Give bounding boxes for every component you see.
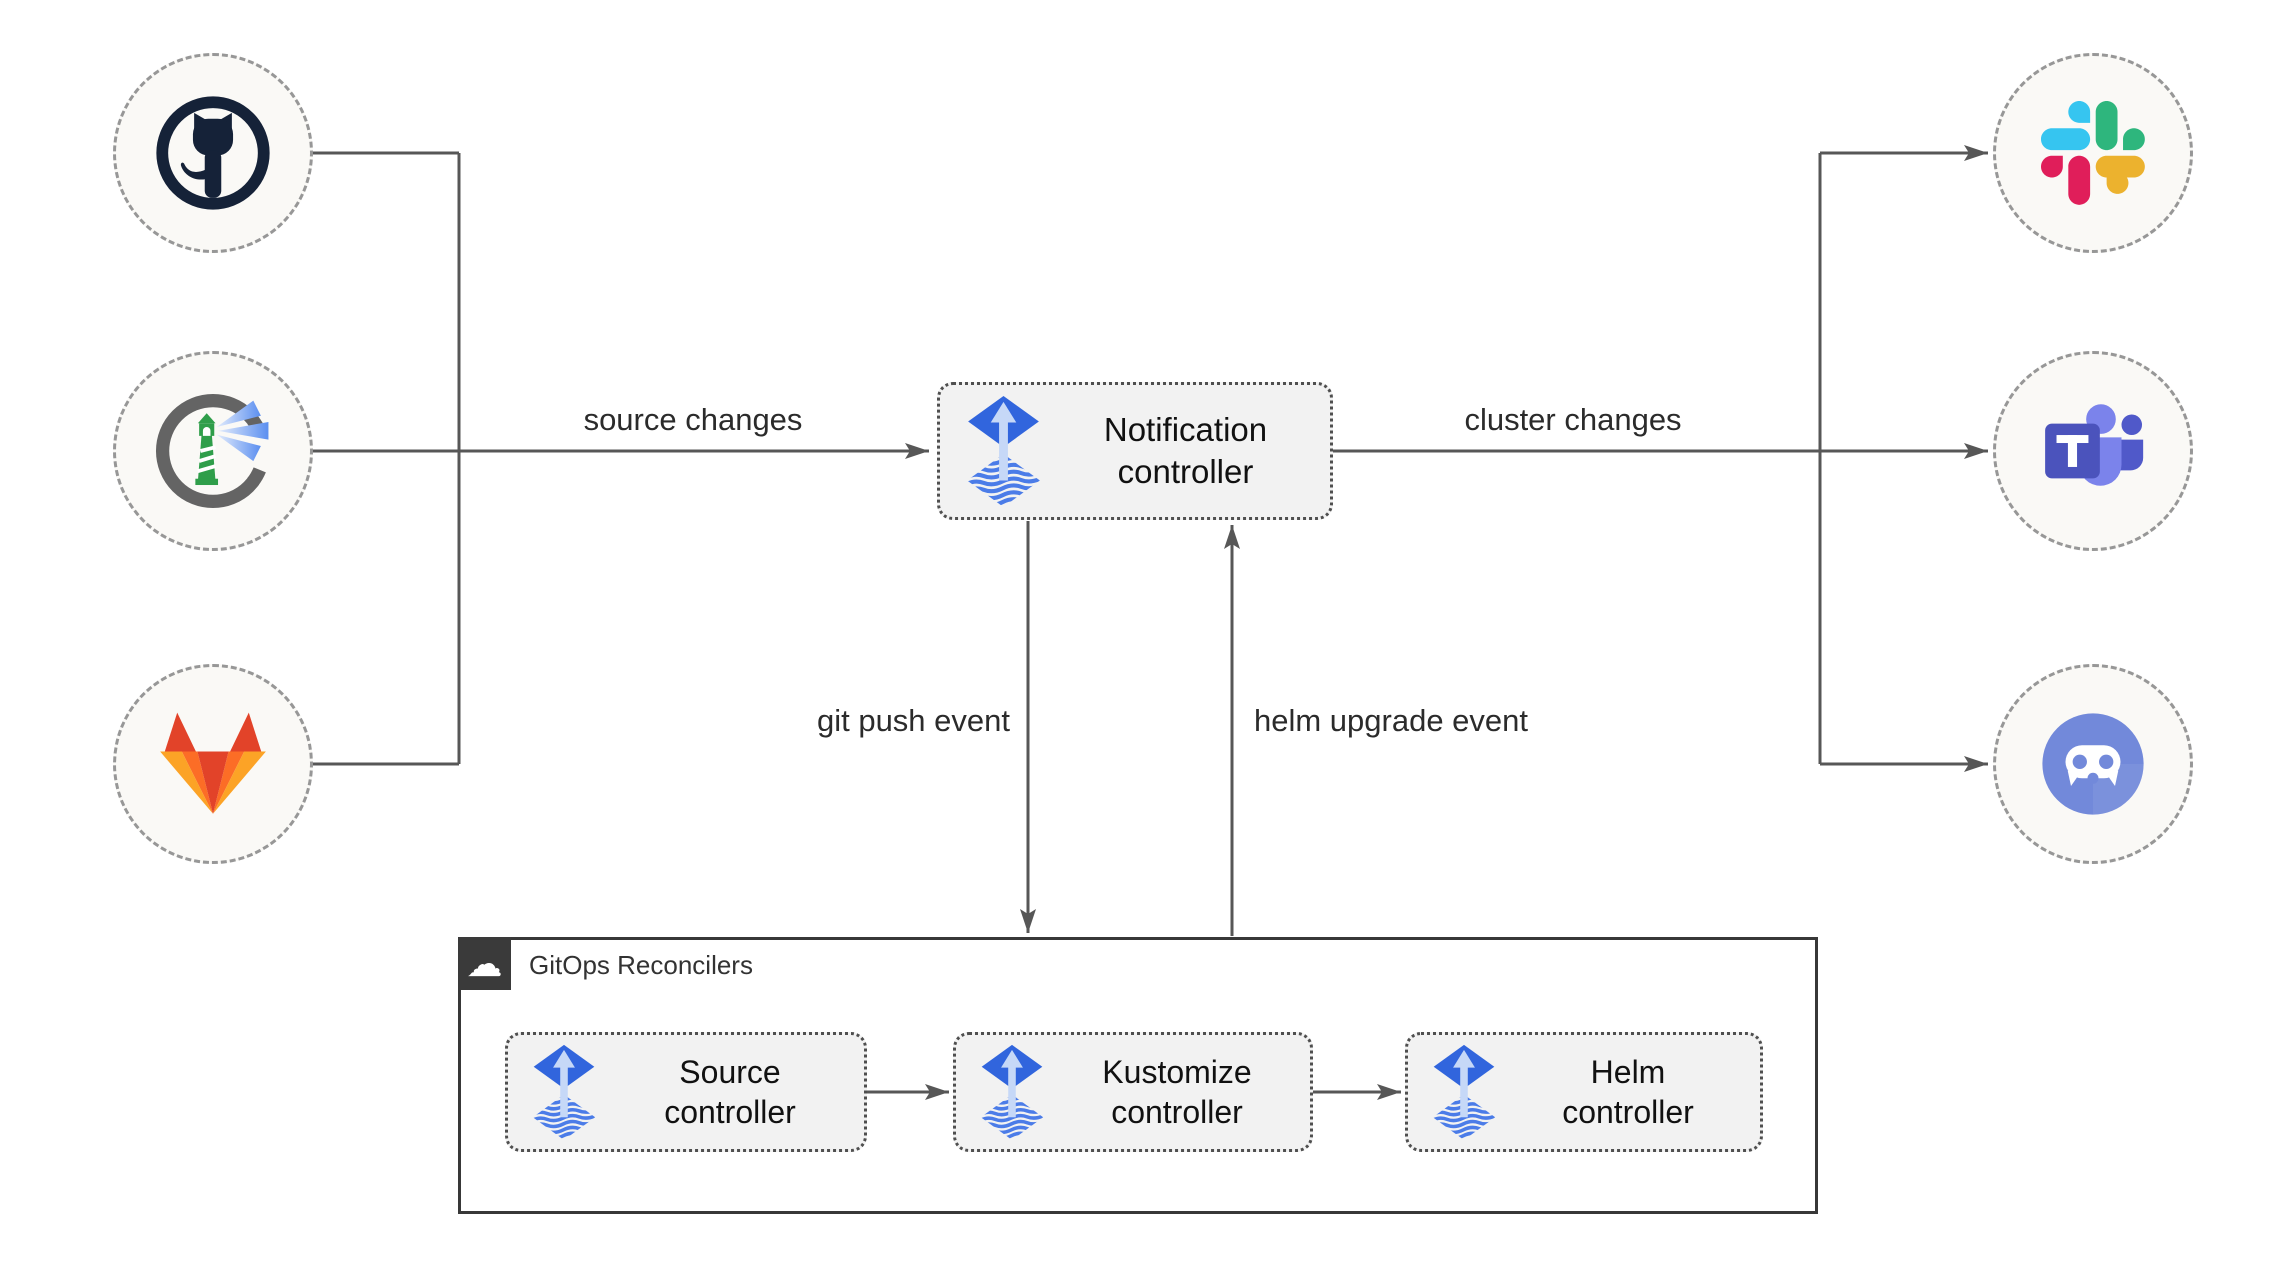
gitops-reconcilers-label: GitOps Reconcilers	[529, 950, 753, 980]
kustomize-controller-box: Kustomize controller	[953, 1032, 1313, 1152]
source-controller-label: Source controller	[664, 1053, 796, 1130]
github-icon	[156, 96, 270, 210]
flux-icon	[532, 1043, 596, 1141]
discord-icon	[2042, 713, 2144, 815]
source-changes-label: source changes	[583, 402, 803, 437]
notification-controller-box: Notification controller	[937, 382, 1333, 520]
discord-node	[1993, 664, 2193, 864]
helm-controller-label: Helm controller	[1562, 1053, 1694, 1130]
git-push-event-label: git push event	[816, 703, 1010, 738]
helm-upgrade-event-label: helm upgrade event	[1254, 703, 1529, 738]
flux-icon	[980, 1043, 1044, 1141]
slack-node	[1993, 53, 2193, 253]
cluster-changes-label: cluster changes	[1464, 402, 1682, 437]
helm-controller-box: Helm controller	[1405, 1032, 1763, 1152]
flux-icon	[966, 394, 1041, 508]
teams-icon	[2045, 404, 2144, 486]
cloud-icon: ☁	[458, 937, 511, 990]
harbor-node	[113, 351, 313, 551]
gitlab-icon	[160, 712, 266, 814]
teams-node	[1993, 351, 2193, 551]
cloud-glyph: ☁	[466, 942, 503, 984]
gitlab-node	[113, 664, 313, 864]
notification-controller-label: Notification controller	[1103, 411, 1268, 490]
harbor-icon	[155, 393, 276, 509]
slack-icon	[2041, 101, 2145, 205]
github-node	[113, 53, 313, 253]
source-controller-box: Source controller	[505, 1032, 867, 1152]
gitops-reconcilers-group: ☁ GitOps Reconcilers	[458, 937, 1818, 1214]
flux-icon	[1432, 1043, 1496, 1141]
kustomize-controller-label: Kustomize controller	[1102, 1053, 1252, 1130]
